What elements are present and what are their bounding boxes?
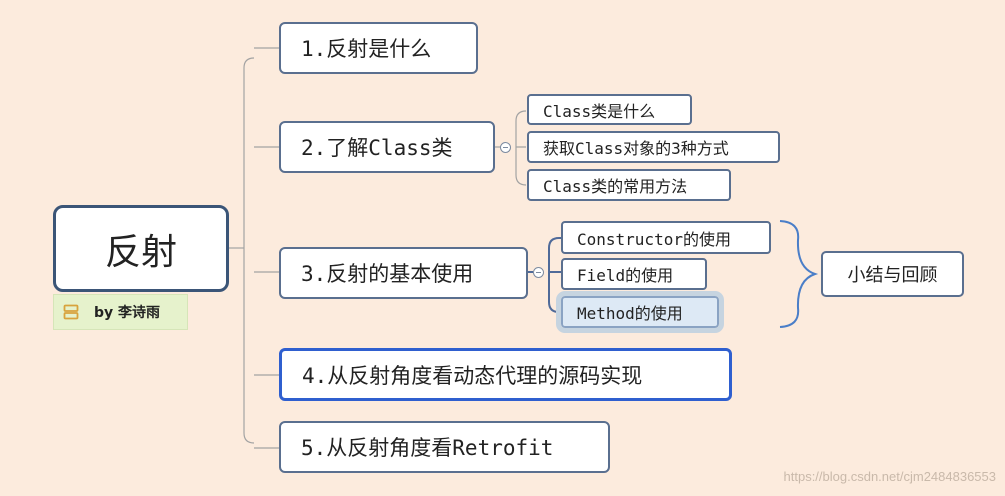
summary-brace [779, 220, 819, 328]
subtopic-label: Class类是什么 [543, 101, 656, 121]
subtopic-constructor[interactable]: Constructor的使用 [561, 221, 771, 254]
topic-label: 2.了解Class类 [301, 136, 453, 160]
subtopic-class-what[interactable]: Class类是什么 [527, 94, 692, 125]
topic-node-2[interactable]: 2.了解Class类 [279, 121, 495, 173]
topic-label: 4.从反射角度看动态代理的源码实现 [302, 363, 643, 388]
topic-label: 5.从反射角度看Retrofit [301, 436, 554, 460]
summary-node[interactable]: 小结与回顾 [821, 251, 964, 297]
author-label: by 李诗雨 [94, 305, 161, 321]
subtopic-get-class-object[interactable]: 获取Class对象的3种方式 [527, 131, 780, 163]
author-badge: by 李诗雨 [53, 294, 188, 330]
collapse-toggle-topic-2[interactable] [500, 142, 511, 153]
outline-icon [63, 304, 79, 320]
topic-node-4[interactable]: 4.从反射角度看动态代理的源码实现 [279, 348, 732, 401]
subtopic-label: 获取Class对象的3种方式 [543, 139, 729, 158]
topic-node-3[interactable]: 3.反射的基本使用 [279, 247, 528, 299]
topic-node-5[interactable]: 5.从反射角度看Retrofit [279, 421, 610, 473]
summary-label: 小结与回顾 [847, 265, 938, 286]
subtopic-label: Method的使用 [577, 304, 683, 323]
sub-trunk-3 [548, 237, 561, 313]
subtopic-label: Field的使用 [577, 266, 674, 285]
sub-trunk-2 [515, 110, 527, 186]
subtopic-method[interactable]: Method的使用 [556, 291, 724, 333]
collapse-toggle-topic-3[interactable] [533, 267, 544, 278]
root-node[interactable]: 反射 [53, 205, 229, 292]
subtopic-class-methods[interactable]: Class类的常用方法 [527, 169, 731, 201]
subtopic-field[interactable]: Field的使用 [561, 258, 707, 290]
watermark: https://blog.csdn.net/cjm2484836553 [783, 469, 996, 484]
subtopic-label: Constructor的使用 [577, 229, 731, 249]
topic-label: 3.反射的基本使用 [301, 262, 474, 286]
topic-node-1[interactable]: 1.反射是什么 [279, 22, 478, 74]
topic-label: 1.反射是什么 [301, 37, 432, 61]
root-title: 反射 [104, 231, 177, 273]
subtopic-label: Class类的常用方法 [543, 177, 688, 196]
trunk-line [243, 57, 255, 444]
